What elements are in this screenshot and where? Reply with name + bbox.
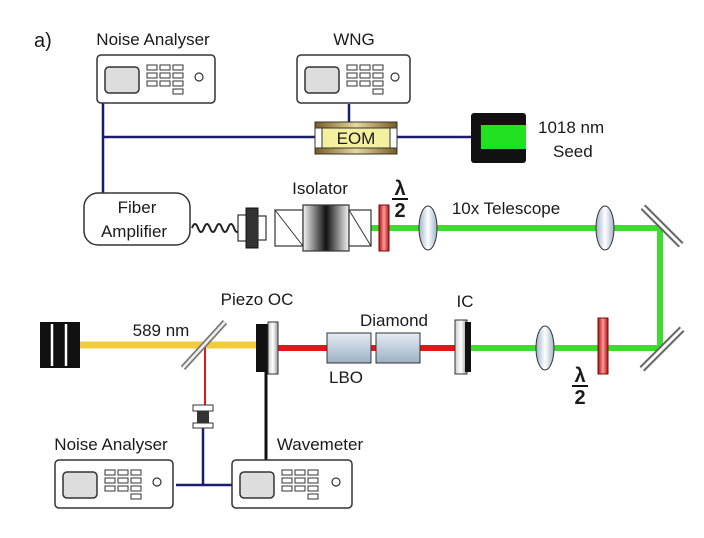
seed-wavelength-label: 1018 nm <box>538 118 604 137</box>
diamond-crystal <box>375 332 421 364</box>
telescope-lens-1 <box>418 205 438 251</box>
output-wavelength-label: 589 nm <box>133 321 190 340</box>
wavemeter-instrument[interactable] <box>231 459 353 509</box>
waveplate-top-denominator: 2 <box>394 200 405 222</box>
isolator-label: Isolator <box>292 179 348 198</box>
half-wave-plate-top <box>378 204 390 252</box>
waveplate-bottom-numerator: λ <box>574 365 585 387</box>
seed-label: Seed <box>553 142 593 161</box>
lbo-crystal <box>326 332 372 364</box>
eom-label: EOM <box>337 129 376 148</box>
mirror-bottom-right <box>639 326 685 372</box>
noise-analyser-bottom-label: Noise Analyser <box>54 435 168 454</box>
isolator <box>274 204 372 252</box>
telescope-label: 10x Telescope <box>452 199 560 218</box>
eom-modulator <box>314 121 398 155</box>
mirror-top-right <box>640 204 684 248</box>
cables <box>101 100 478 487</box>
telescope-lens-2 <box>595 205 615 251</box>
noise-analyser-bottom[interactable] <box>54 459 174 509</box>
output-detector <box>40 322 80 368</box>
noise-analyser-top-label: Noise Analyser <box>96 30 210 49</box>
fiber-coil <box>191 223 241 233</box>
piezo-oc-label: Piezo OC <box>221 290 294 309</box>
piezo-output-coupler <box>256 321 279 375</box>
waveplate-top-numerator: λ <box>394 178 405 200</box>
fiber-amplifier-box <box>83 192 191 246</box>
focusing-lens <box>535 325 555 371</box>
pickoff-mirror <box>180 319 228 371</box>
fiber-amplifier-label-2: Amplifier <box>101 222 167 241</box>
fiber-amplifier-label-1: Fiber <box>118 198 157 217</box>
ic-label: IC <box>457 292 474 311</box>
waveplate-bottom-denominator: 2 <box>574 387 585 409</box>
seed-laser <box>471 113 526 163</box>
lbo-label: LBO <box>329 368 363 387</box>
diamond-label: Diamond <box>360 311 428 330</box>
noise-analyser-top[interactable] <box>96 54 216 104</box>
wavemeter-label: Wavemeter <box>277 435 364 454</box>
half-wave-plate-bottom <box>597 317 609 375</box>
panel-label: a) <box>34 30 52 52</box>
input-coupler <box>454 319 471 375</box>
fiber-collimator <box>237 207 267 249</box>
wng-label: WNG <box>333 30 375 49</box>
photodetector <box>192 404 214 429</box>
wng-instrument[interactable] <box>296 54 411 104</box>
